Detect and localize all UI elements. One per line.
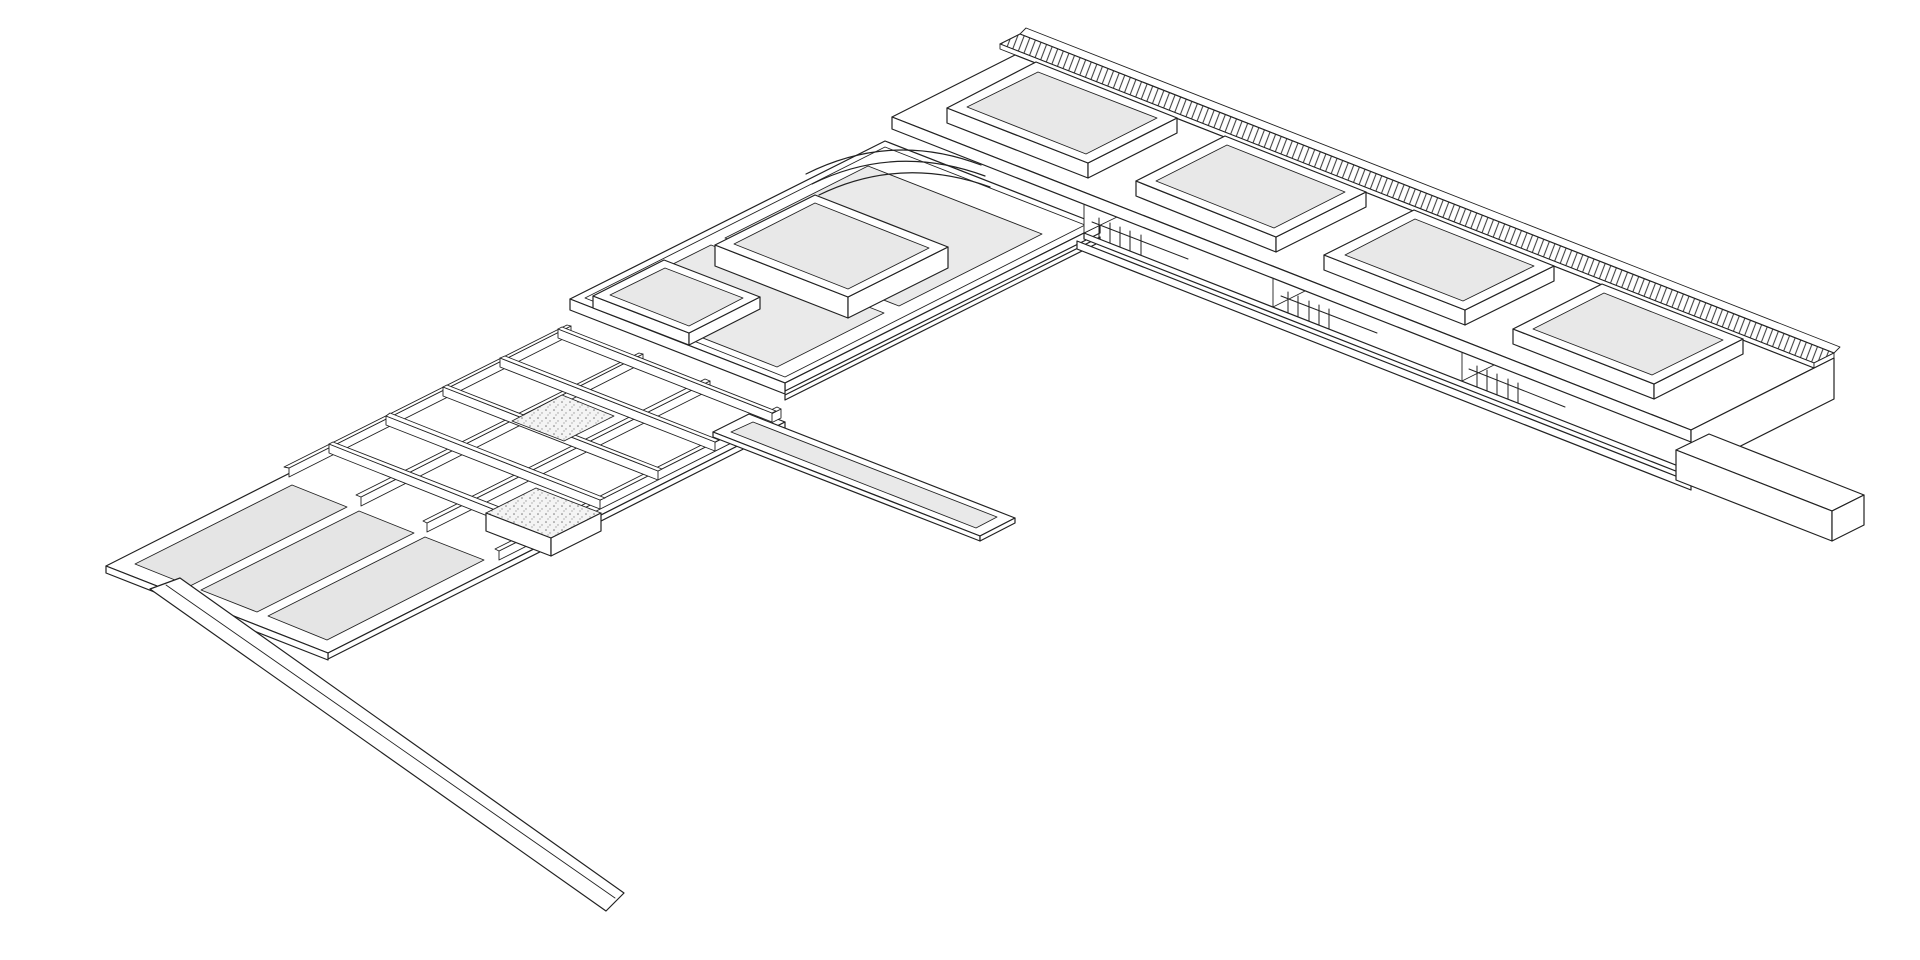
skylight-1-glass: [966, 71, 1158, 155]
skylight-4-glass: [1532, 292, 1724, 376]
handrail: [1091, 221, 1189, 260]
lantern-1-glass: [733, 202, 930, 290]
canopy-glass: [730, 421, 998, 529]
canopy-end: [979, 517, 1016, 542]
left-plate-curb: [584, 146, 1086, 378]
room-wall-top: [283, 324, 572, 469]
room-wall-top: [385, 412, 606, 501]
terrace-panel-3: [267, 536, 485, 641]
corner-parapet-arc-3: [818, 172, 991, 196]
gravel-patch: [511, 394, 615, 442]
garden-wall: [149, 577, 625, 912]
left-south-fascia: [569, 298, 786, 395]
terrace-panel-2: [200, 510, 415, 613]
gallery-lower-band: [1076, 240, 1692, 491]
corner-parapet-arc-1: [805, 149, 982, 175]
corner-parapet-arc-2: [811, 160, 986, 185]
canopy-fascia: [712, 431, 981, 542]
sunken-court-side-east: [550, 512, 602, 557]
lantern-2-glass: [609, 267, 744, 327]
end-pavilion-end: [1831, 494, 1865, 542]
skylight-3-glass: [1344, 218, 1535, 302]
drawing-shapes-layer: [105, 27, 1865, 912]
room-wall-top: [499, 355, 720, 443]
room-wall-top: [557, 326, 777, 414]
handrail: [1468, 368, 1566, 408]
garden-wall-edge: [165, 584, 616, 899]
skylight-2-glass: [1155, 144, 1346, 229]
